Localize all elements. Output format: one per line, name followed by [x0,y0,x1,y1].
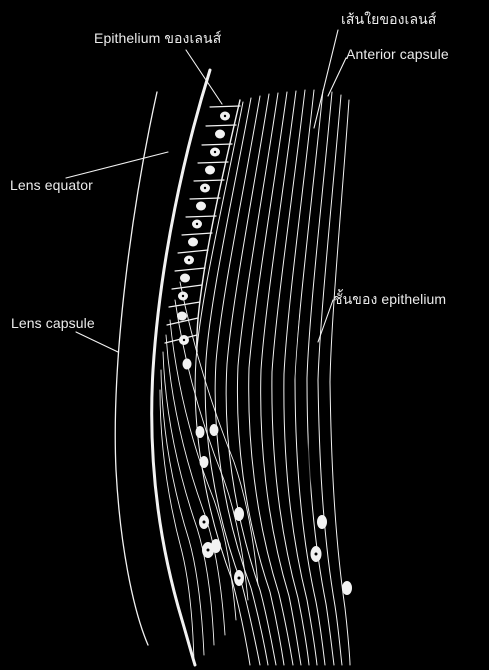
label-lens-capsule: Lens capsule [11,316,95,330]
label-epithelium-of-lens: Epithelium ของเลนส์ [94,31,221,45]
leader-epithelium [186,50,222,104]
capsule-outer-line [115,92,157,645]
label-epithelium-layer: ชั้นของ epithelium [333,292,446,306]
leader-lens-equator [66,152,168,178]
lens-fibers [195,90,350,665]
label-lens-fibers: เส้นใยของเลนส์ [341,12,436,26]
leader-anterior-capsule [328,58,346,96]
label-anterior-capsule: Anterior capsule [346,47,449,61]
leader-lens-capsule [76,332,118,352]
leader-epithelium-layer [318,300,333,342]
leader-lens-fibers [314,30,338,128]
label-lens-equator: Lens equator [10,178,93,192]
fanning-fibers [160,282,258,662]
